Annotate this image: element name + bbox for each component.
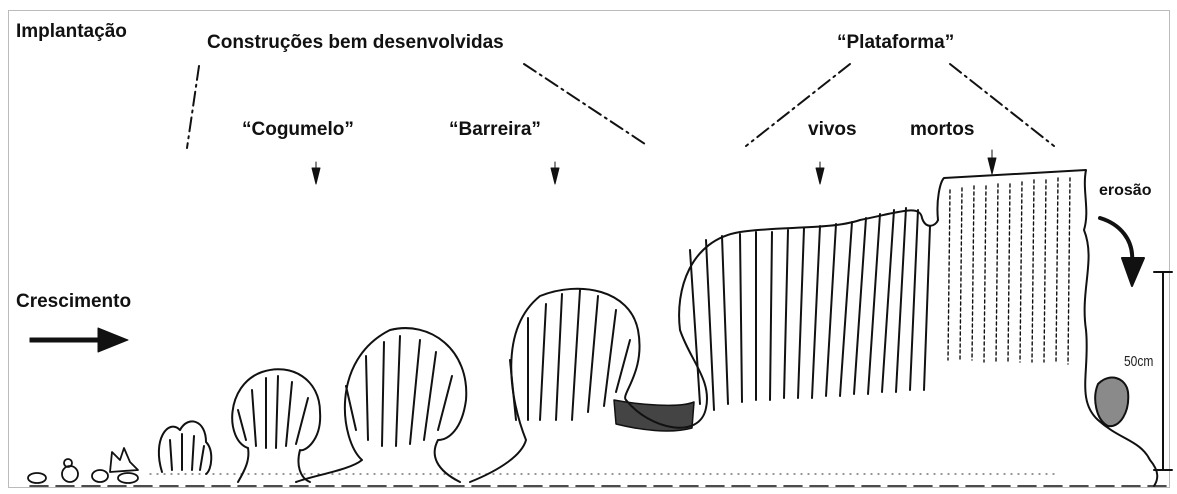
label-crescimento: Crescimento	[16, 291, 132, 312]
eroded-block	[1094, 376, 1130, 428]
pointer-arrows	[311, 149, 997, 185]
pebbles	[27, 447, 139, 484]
arrow-cogumelo	[311, 161, 321, 185]
platform-living	[625, 207, 939, 429]
label-construcoes: Construções bem desenvolvidas	[207, 32, 504, 53]
bracket-line-plataforma-left	[745, 63, 851, 147]
bracket-line-construcoes-right	[523, 63, 649, 147]
platform-dead	[936, 169, 1159, 487]
arrow-vivos	[815, 161, 825, 185]
trough-band	[613, 399, 695, 432]
label-cogumelo: “Cogumelo”	[242, 119, 354, 140]
erosion-arrow	[1098, 216, 1135, 264]
label-erosao: erosão	[1099, 182, 1152, 199]
colony-mushroom-1	[231, 368, 322, 483]
scale-bar-label: 50cm	[1124, 353, 1154, 370]
bracket-line-plataforma-right	[949, 63, 1055, 147]
scale-bar	[1153, 271, 1173, 471]
label-mortos: mortos	[910, 119, 975, 140]
colony-mushroom-2	[295, 327, 468, 483]
arrow-mortos	[987, 149, 997, 175]
erosion-arrowhead	[1121, 257, 1145, 287]
colony-small	[157, 420, 213, 475]
colony-barrier	[469, 287, 641, 483]
label-implantacao: Implantação	[16, 21, 127, 42]
label-vivos: vivos	[808, 119, 857, 140]
growth-arrow	[29, 327, 129, 353]
bracket-line-implantacao	[186, 65, 200, 149]
arrow-barreira	[550, 161, 560, 185]
label-barreira: “Barreira”	[449, 119, 541, 140]
label-plataforma: “Plataforma”	[837, 32, 955, 53]
